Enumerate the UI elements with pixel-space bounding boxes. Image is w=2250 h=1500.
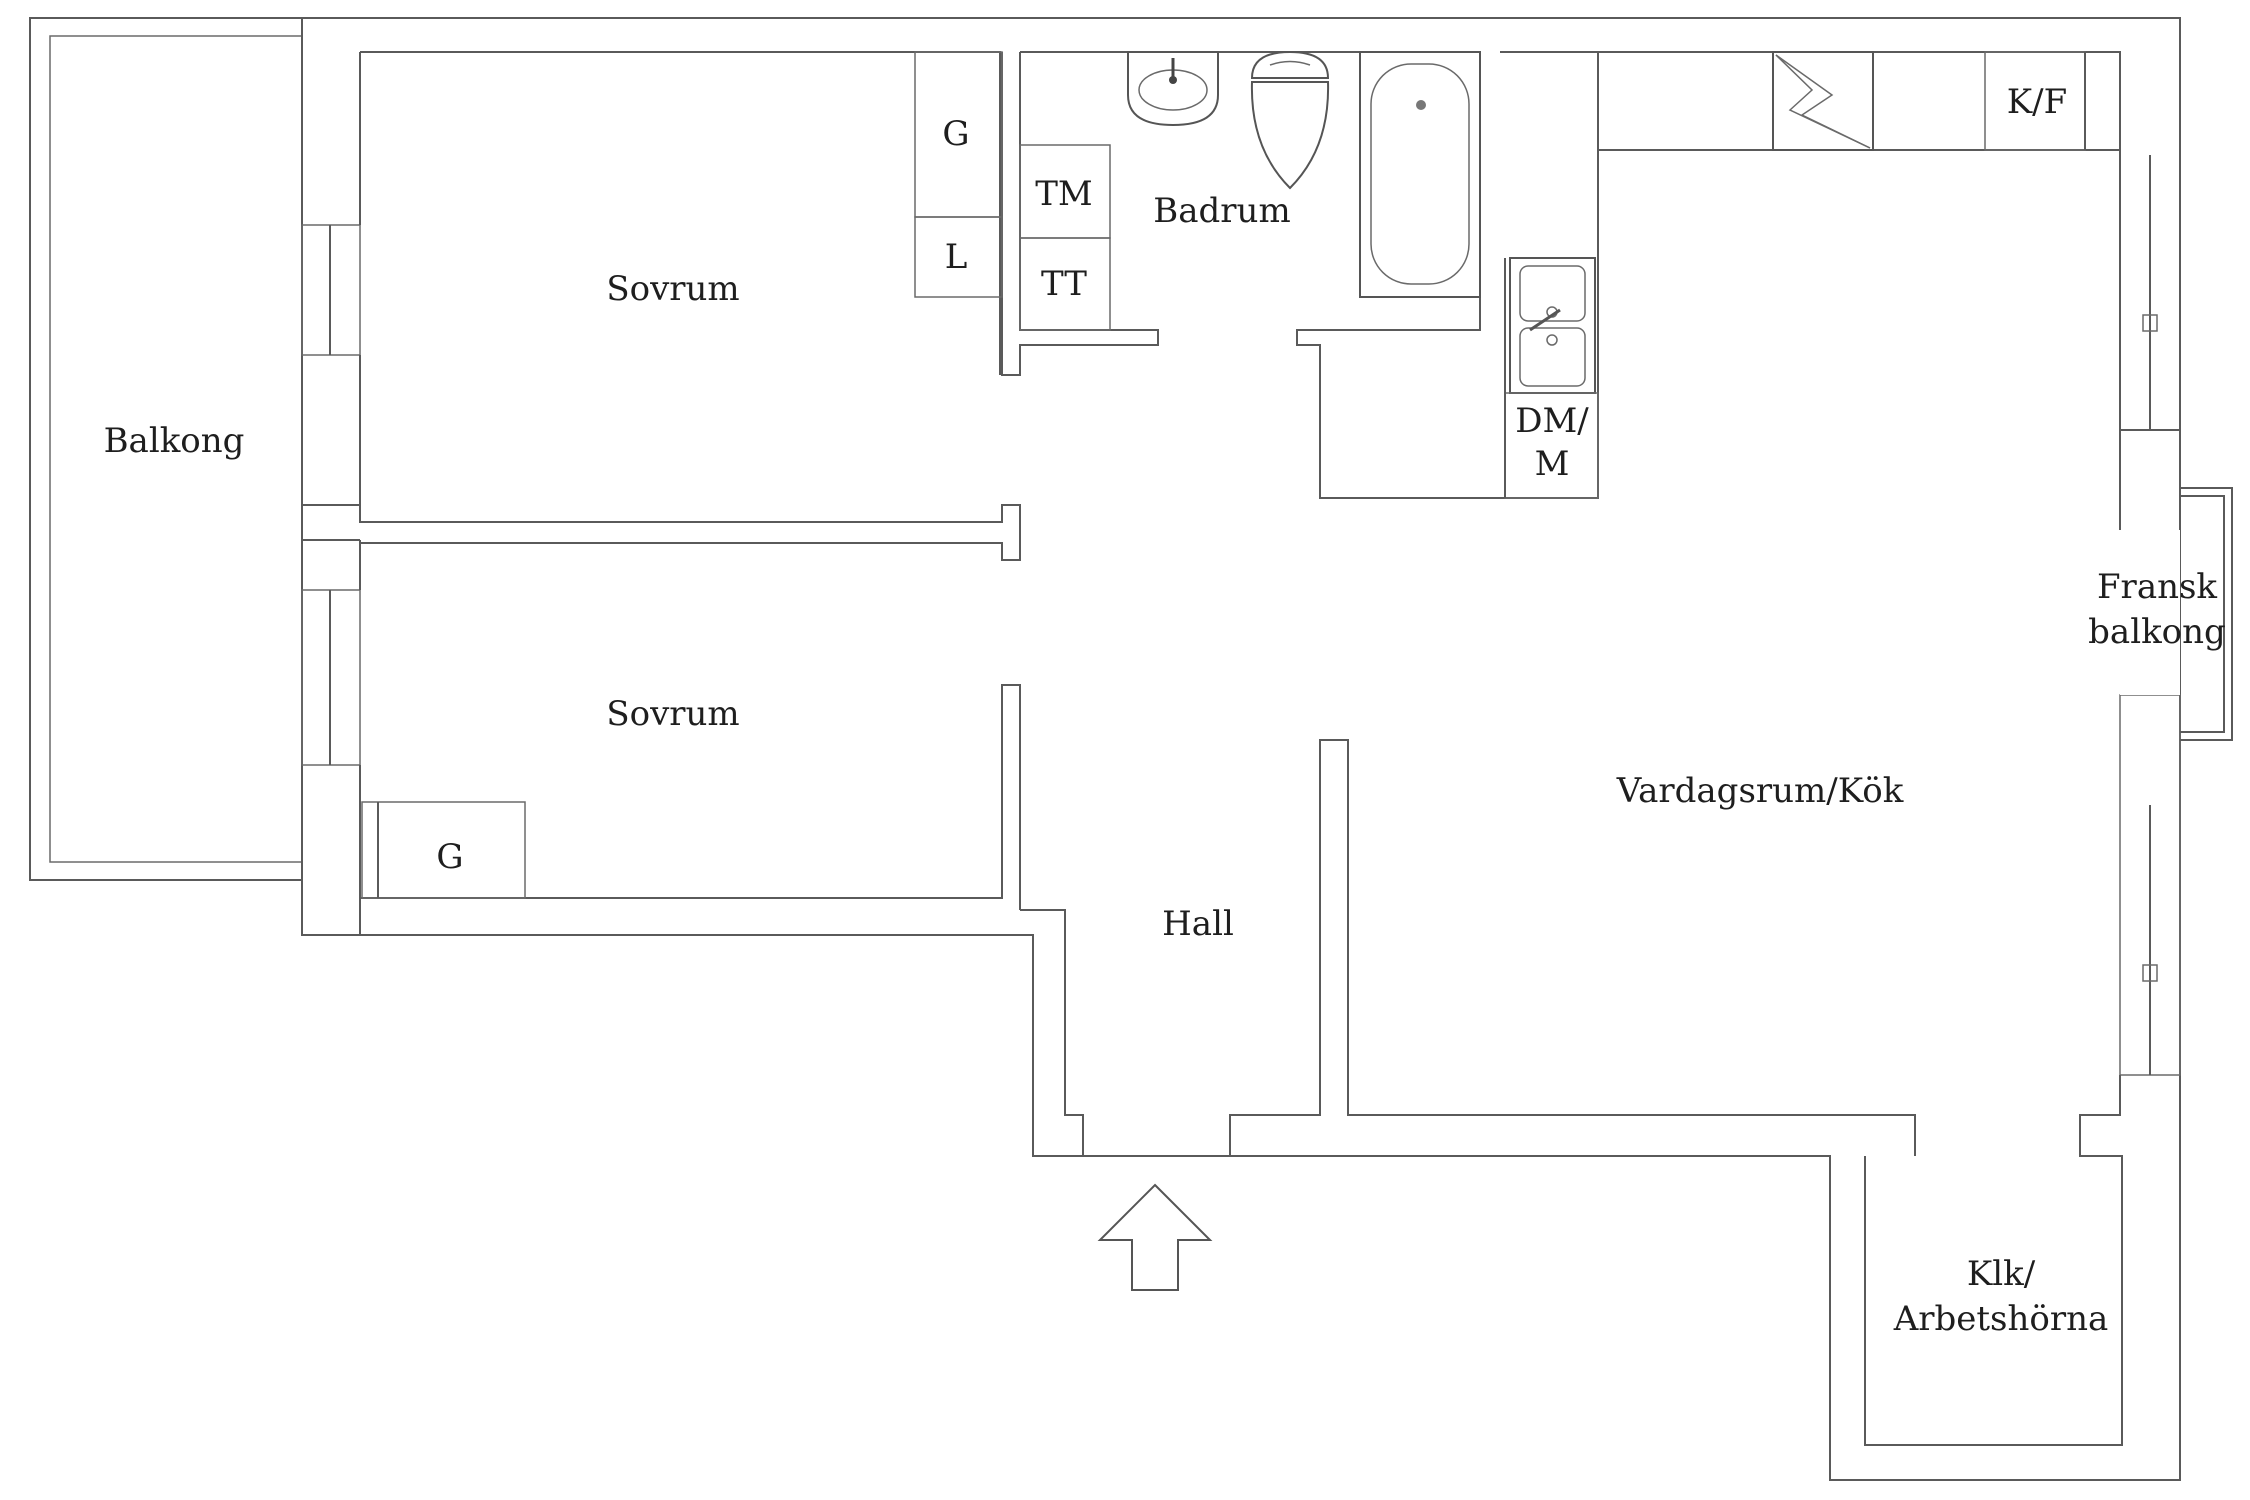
left-windows <box>301 52 361 898</box>
room-label-fransk-balkong-line2: balkong <box>2088 612 2226 652</box>
french-balcony <box>2120 487 2233 741</box>
room-label-balkong: Balkong <box>104 421 245 461</box>
fixture-label-tm: TM <box>1035 174 1093 214</box>
room-label-sovrum-1: Sovrum <box>606 269 739 309</box>
fixture-label-g-upper: G <box>942 114 969 154</box>
stove-icon <box>1772 51 1874 151</box>
room-label-sovrum-2: Sovrum <box>606 694 739 734</box>
outer-walls <box>301 17 2181 1481</box>
bathroom-fixtures <box>1127 50 1481 298</box>
room-label-hall: Hall <box>1162 904 1234 944</box>
room-label-klk-line2: Arbetshörna <box>1893 1299 2109 1339</box>
interior-walls <box>359 52 2123 1446</box>
storage <box>361 51 1111 899</box>
room-label-fransk-balkong-line1: Fransk <box>2097 567 2217 607</box>
room-label-vardagsrum: Vardagsrum/Kök <box>1616 771 1904 811</box>
washbasin-icon <box>1127 51 1219 127</box>
fixture-label-dm-line2: M <box>1535 444 1570 484</box>
kitchen-sink-icon <box>1509 257 1596 394</box>
room-label-badrum: Badrum <box>1153 191 1290 231</box>
fixture-label-l: L <box>945 237 968 277</box>
fixture-label-tt: TT <box>1041 264 1087 304</box>
fixture-label-dm-line1: DM/ <box>1515 401 1589 441</box>
fixture-label-kf: K/F <box>2007 82 2067 122</box>
balcony <box>29 17 303 881</box>
room-label-klk-line1: Klk/ <box>1967 1254 2036 1294</box>
fixture-label-g-lower: G <box>436 837 463 877</box>
kitchen-fixtures <box>1504 51 2120 499</box>
toilet-icon <box>1250 50 1330 190</box>
bathtub-icon <box>1359 51 1481 298</box>
up-arrow-icon <box>1097 1183 1213 1291</box>
